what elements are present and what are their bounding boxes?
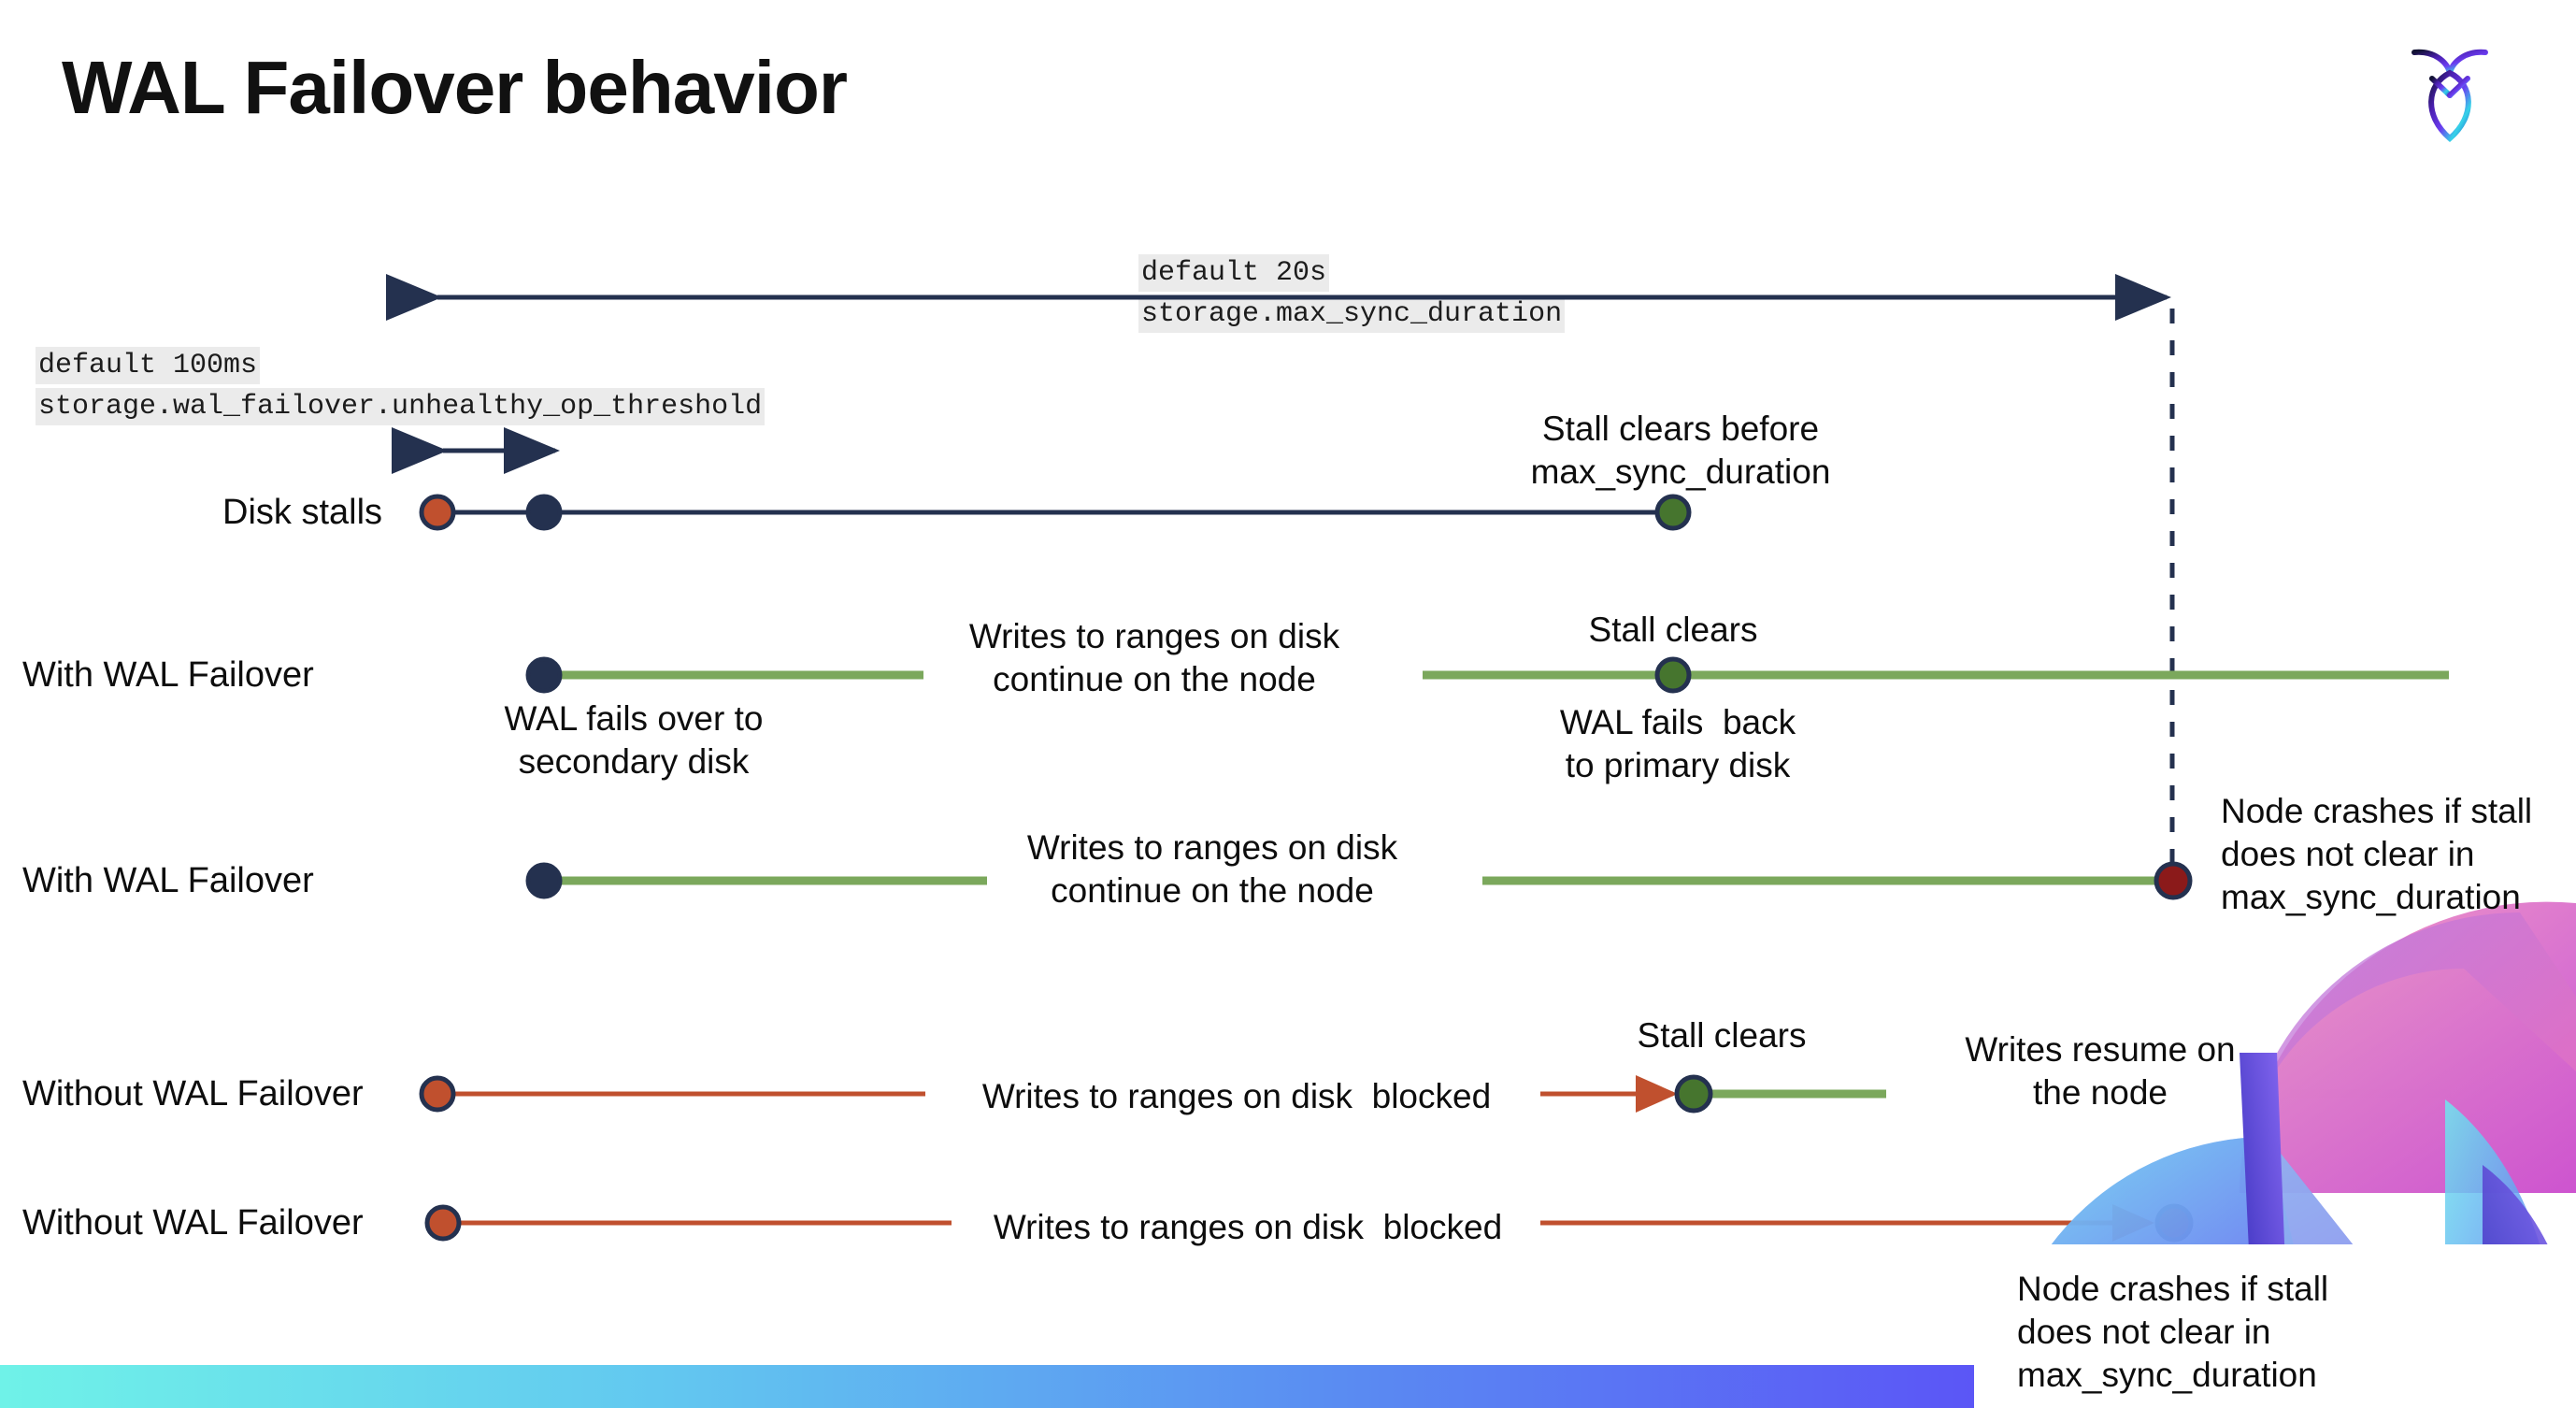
note-writes-blocked-2: Writes to ranges on disk blocked — [993, 1208, 1503, 1246]
note-wal-fails-over: WAL fails over to secondary disk — [504, 699, 764, 781]
row-disk-stalls-line — [419, 494, 1692, 531]
note-writes-blocked-1: Writes to ranges on disk blocked — [981, 1077, 1492, 1115]
row-label-with-wal-failover-1: With WAL Failover — [22, 655, 314, 695]
note-stall-clears-row4: Stall clears — [1637, 1016, 1807, 1055]
row-label-disk-stalls: Disk stalls — [222, 493, 383, 532]
note-writes-continue-2: Writes to ranges on disk continue on the… — [1026, 828, 1398, 910]
note-writes-continue-1: Writes to ranges on disk continue on the… — [968, 617, 1340, 698]
row-with-wal-failover-2-line — [525, 861, 2193, 900]
unhealthy-op-default-chip: default 100ms — [36, 347, 261, 385]
bottom-bar-right-mask — [1974, 1365, 2576, 1408]
note-stall-clears-before-max-sync: Stall clears before max_sync_duration — [1530, 409, 1831, 491]
note-stall-clears-row2: Stall clears — [1588, 611, 1758, 649]
row-label-with-wal-failover-2: With WAL Failover — [22, 861, 314, 900]
row-label-without-wal-failover-1: Without WAL Failover — [22, 1074, 364, 1113]
page-title: WAL Failover behavior — [62, 46, 848, 129]
row-with-wal-failover-1-line — [525, 656, 2449, 694]
note-writes-resume: Writes resume on the node — [1965, 1030, 2236, 1112]
unhealthy-op-setting-chip: storage.wal_failover.unhealthy_op_thresh… — [36, 388, 766, 426]
note-wal-fails-back: WAL fails back to primary disk — [1559, 703, 1796, 784]
note-node-crashes-row5: Node crashes if stall does not clear in … — [2017, 1270, 2329, 1394]
note-node-crashes-row3: Node crashes if stall does not clear in … — [2221, 792, 2533, 916]
cockroachdb-logo-icon — [2389, 30, 2511, 151]
row-label-without-wal-failover-2: Without WAL Failover — [22, 1203, 364, 1243]
